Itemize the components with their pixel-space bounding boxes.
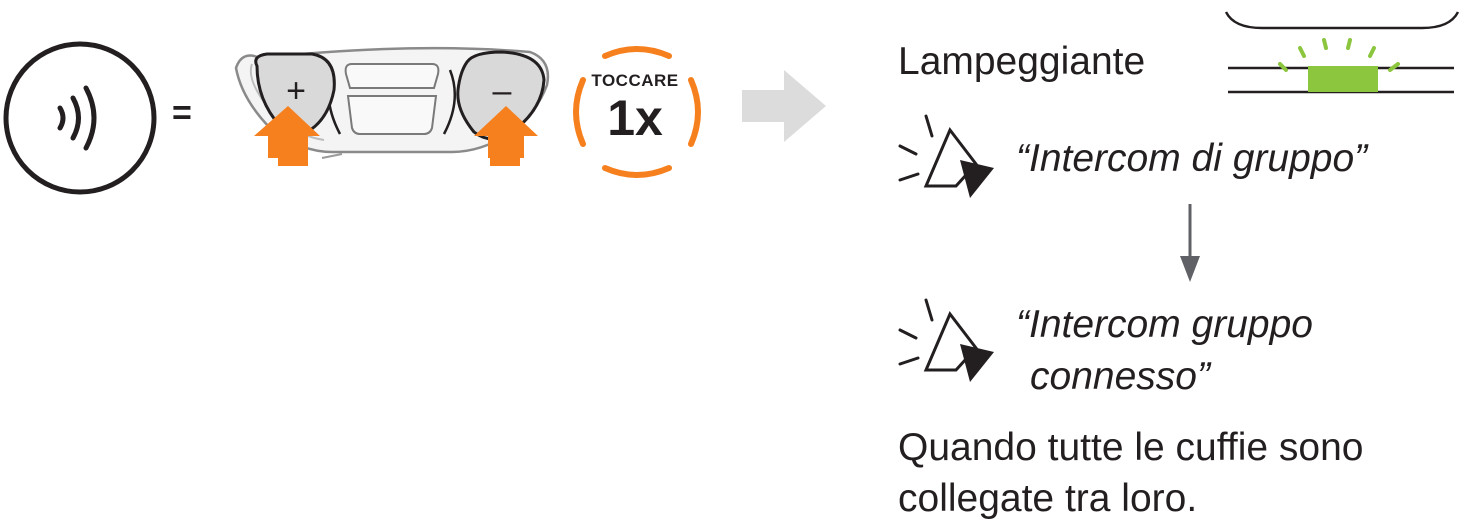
tap-label: TOCCARE [591, 71, 679, 90]
down-arrow-icon [1180, 204, 1200, 282]
plus-label: + [286, 72, 306, 110]
description-line-1: Quando tutte le cuffie sono [898, 426, 1364, 469]
voice-prompt-2-line-1: “Intercom gruppo [1016, 303, 1313, 346]
equals-sign: = [172, 94, 192, 132]
voice-prompt-1: “Intercom di gruppo” [1016, 137, 1368, 180]
plus-arrow-stem [278, 130, 308, 166]
intercom-button-icon [3, 41, 157, 195]
right-arrow-icon [742, 70, 826, 142]
speaker-icon [898, 114, 994, 198]
minus-arrow-stem [490, 130, 520, 166]
led-label: Lampeggiante [898, 40, 1146, 83]
tap-count: 1x [607, 90, 663, 146]
tap-ring-icon [573, 46, 701, 178]
plus-button[interactable] [254, 52, 336, 136]
description-line-2: collegate tra loro. [898, 476, 1198, 520]
minus-label: – [493, 72, 512, 110]
voice-prompt-2-line-2: connesso” [1030, 355, 1210, 398]
led-indicator-icon [1224, 11, 1460, 94]
description: Quando tutte le cuffie sono collegate tr… [898, 423, 1363, 524]
speaker-icon [898, 298, 994, 382]
